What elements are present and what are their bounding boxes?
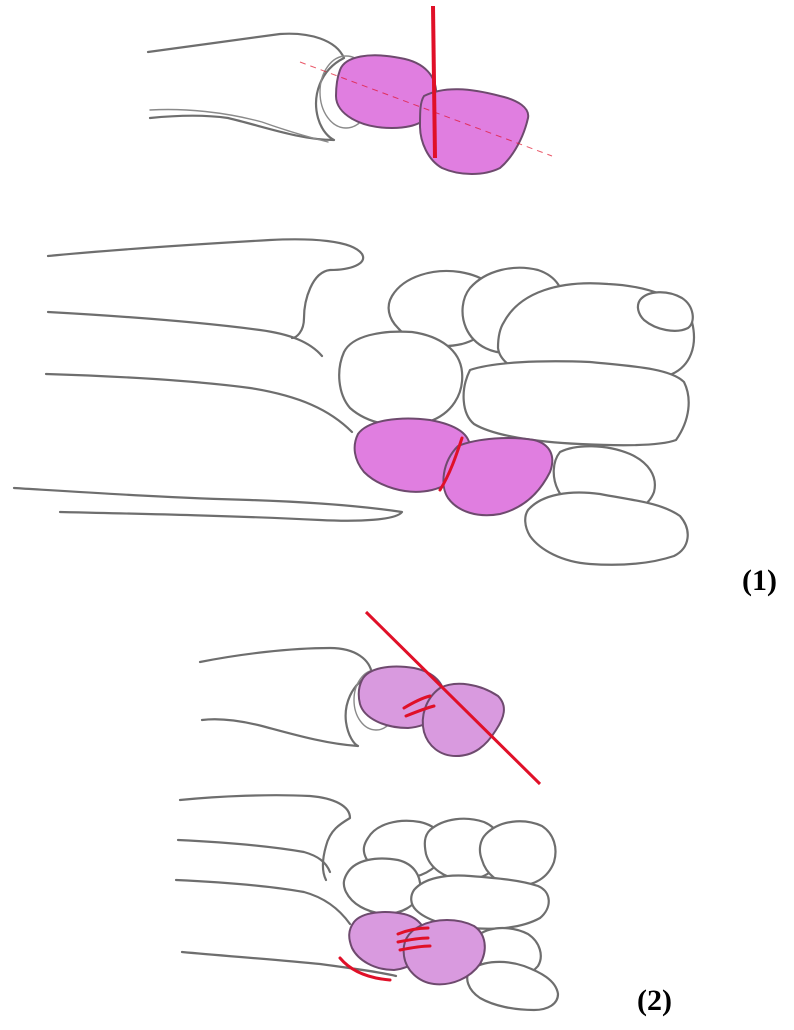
radius-dorsal-outline	[46, 374, 352, 432]
panel-2	[176, 612, 558, 1010]
panel-1-lateral-view	[148, 6, 552, 174]
fracture-plane-line-vertical	[433, 6, 435, 158]
hamate-bone	[480, 821, 556, 886]
radius-lateral-outline	[148, 34, 344, 140]
trapezium-bone	[467, 962, 558, 1010]
lunate-bone	[344, 859, 420, 915]
ulna-outline-lower	[48, 312, 322, 356]
trapezium-bone	[525, 493, 688, 565]
radius-distal-outline	[14, 488, 402, 521]
radius-lateral-outline	[200, 648, 372, 746]
lunate-bone	[339, 332, 462, 426]
panel-2-lateral-view	[200, 612, 540, 784]
capitate-bone	[464, 361, 689, 445]
ulna-outline-lower	[178, 840, 330, 872]
panel-label-1: (1)	[742, 566, 777, 596]
ulna-outline	[180, 795, 350, 880]
panel-label-2: (2)	[637, 986, 672, 1016]
panel-2-dorsal-view	[176, 795, 558, 1010]
radius-dorsal-outline	[176, 880, 350, 924]
scaphoid-fragment-distal	[423, 684, 504, 756]
panel-1-dorsal-view	[14, 239, 694, 564]
panel-1	[14, 6, 694, 565]
